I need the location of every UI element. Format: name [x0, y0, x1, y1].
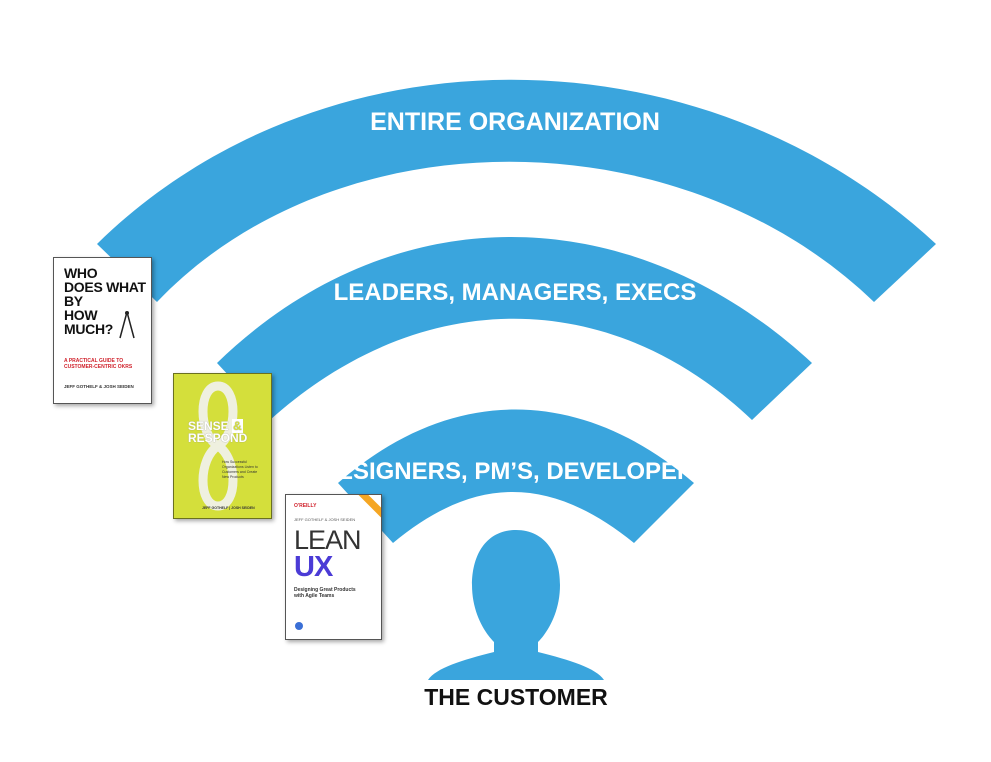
book-cover-who-does-what: WHO DOES WHAT BY HOW MUCH? A PRACTICAL G…	[53, 257, 152, 404]
book-subtitle: How Successful Organizations Listen to C…	[222, 460, 258, 479]
book-title: SENSE & RESPOND	[188, 419, 248, 445]
edition-ribbon	[355, 495, 381, 518]
compass-icon	[119, 311, 135, 339]
infinity-ribbon-icon	[198, 381, 238, 511]
book-title: WHO DOES WHAT BY HOW MUCH?	[64, 265, 146, 337]
arc-entire-organization	[97, 79, 936, 302]
book-authors: JEFF GOTHELF | JOSH SEIDEN	[202, 506, 255, 510]
arc-leaders-managers-execs	[217, 237, 812, 420]
book-title-lean: LEAN	[294, 525, 362, 555]
arc-label-designers-pms-developers: DESIGNERS, PM’S, DEVELOPERS	[320, 458, 711, 485]
series-logo-icon	[295, 622, 303, 630]
customer-label: THE CUSTOMER	[424, 684, 608, 710]
book-title-ux: UX	[294, 551, 333, 583]
book-subtitle: A PRACTICAL GUIDE TO CUSTOMER-CENTRIC OK…	[64, 358, 133, 370]
book-publisher: O'REILLY	[294, 503, 317, 509]
book-authors: JEFF GOTHELF & JOSH SEIDEN	[64, 384, 134, 389]
book-cover-lean-ux: O'REILLY JEFF GOTHELF & JOSH SEIDEN LEAN…	[285, 494, 382, 640]
book-authors: JEFF GOTHELF & JOSH SEIDEN	[294, 517, 356, 522]
title-ampersand: &	[232, 419, 243, 433]
person-silhouette-icon	[428, 530, 604, 680]
arc-label-entire-organization: ENTIRE ORGANIZATION	[370, 108, 660, 136]
arc-designers-pms-developers	[338, 409, 694, 543]
title-word-sense: SENSE	[188, 419, 229, 433]
title-word-respond: RESPOND	[188, 431, 248, 445]
book-cover-sense-respond: SENSE & RESPOND How Successful Organizat…	[173, 373, 272, 519]
arc-label-leaders-managers-execs: LEADERS, MANAGERS, EXECS	[334, 279, 697, 306]
book-subtitle: Designing Great Products with Agile Team…	[294, 587, 356, 599]
